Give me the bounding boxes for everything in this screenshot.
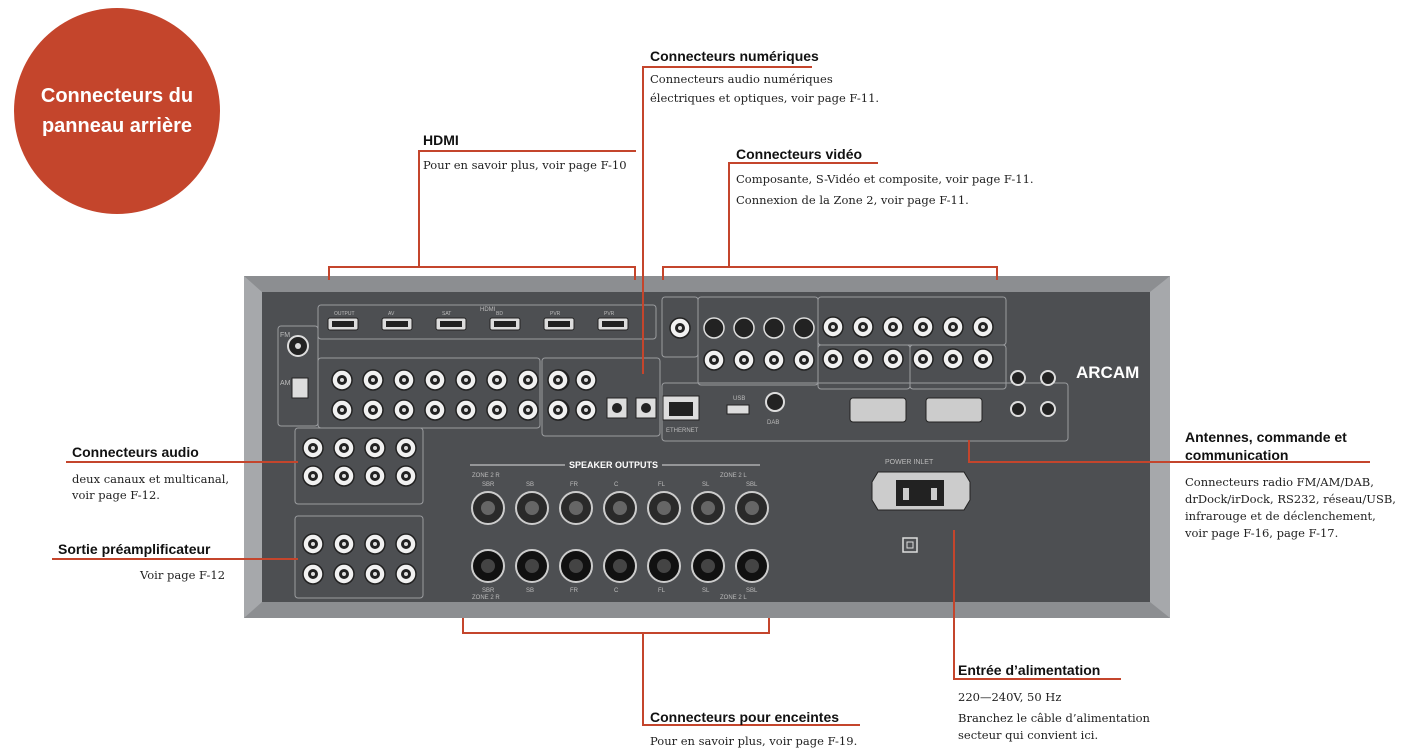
speaker-label-top: FR [570,482,579,488]
preamp-leader [52,558,298,560]
dab-label: DAB [767,420,779,426]
hdmi-port-label: AV [388,311,395,317]
video-title: Connecteurs vidéo [736,146,863,162]
zone2l-top: ZONE 2 L [720,473,747,479]
ir-jack-2 [1040,401,1056,417]
ethernet-label: ETHERNET [666,428,699,434]
audio-text-1: deux canaux et multicanal, [72,472,230,486]
usb-label: USB [733,396,745,402]
zone2l-bottom: ZONE 2 L [720,595,747,601]
svideo-port [703,317,725,339]
enceintes-text-1: Pour en savoir plus, voir page F-19. [650,734,858,748]
antenna-frame [277,325,319,427]
numeriques-title: Connecteurs numériques [650,48,819,64]
section-badge: Connecteurs du panneau arrière [14,8,220,214]
hdmi-port-label: OUTPUT [334,311,355,317]
irdock-port [925,397,983,423]
preamp-frame [294,515,424,599]
alimentation-title: Entrée d’alimentation [958,662,1101,678]
alimentation-text-1: 220—240V, 50 Hz [958,690,1062,704]
preamp-text-1: Voir page F-12 [140,568,226,582]
rs232-port [849,397,907,423]
antennes-leader [968,461,1370,463]
hdmi-bracket-h [328,266,636,268]
hdmi-title: HDMI [423,132,459,148]
audio-title: Connecteurs audio [72,444,199,460]
badge-line-1: Connecteurs du [40,85,194,107]
speaker-label-bottom: SB [526,588,534,594]
alimentation-text-3: secteur qui convient ici. [958,728,1099,742]
zone2r-top: ZONE 2 R [472,473,500,479]
brand-logo: ARCAM [1076,363,1139,382]
hdmi-port-label: SAT [442,311,451,317]
zone2r-bottom: ZONE 2 R [472,595,500,601]
hdmi-text-1: Pour en savoir plus, voir page F-10 [423,158,627,172]
speaker-label-top: SL [702,482,710,488]
enceintes-bracket [462,632,770,634]
speaker-label-top: FL [658,482,666,488]
class2-symbol [902,537,918,553]
am-connector [291,377,309,399]
trigger-jack-1 [1010,370,1026,386]
video-text-1: Composante, S-Vidéo et composite, voir p… [736,172,1034,186]
multi-channel-frame [294,427,424,505]
antennes-text-4: voir page F-16, page F-17. [1185,526,1339,540]
svideo-port [763,317,785,339]
numeriques-text-2: électriques et optiques, voir page F-11. [650,91,880,105]
antennes-text-3: infrarouge et de déclenchement, [1185,509,1376,523]
audio-text-2: voir page F-12. [72,488,160,502]
control-frame [661,382,1069,442]
antennes-text-1: Connecteurs radio FM/AM/DAB, [1185,475,1374,489]
speaker-label-bottom: C [614,588,619,594]
audio-leader [66,461,298,463]
speaker-label-bottom: SL [702,588,710,594]
digital-audio-frame [541,357,661,437]
speaker-label-bottom: FR [570,588,579,594]
enceintes-title: Connecteurs pour enceintes [650,709,840,725]
am-label: AM [280,380,291,387]
speaker-label-top: C [614,482,619,488]
hdmi-header: HDMI [480,307,496,313]
alimentation-leader [953,530,955,680]
ir-jack-1 [1040,370,1056,386]
speaker-label-top: SB [526,482,534,488]
speaker-label-top: SBR [482,482,495,488]
power-inlet-label: POWER INLET [885,459,934,466]
badge-line-2: panneau arrière [41,115,193,137]
video-text-2: Connexion de la Zone 2, voir page F-11. [736,193,969,207]
hdmi-port-label: BD [496,311,503,317]
speaker-label-top: SBL [746,482,758,488]
hdmi-port-label: PVR [550,311,561,317]
usb-port [726,404,750,415]
fm-label: FM [280,332,290,339]
antennes-title-2: communication [1185,447,1289,463]
antennes-title: Antennes, commande et [1185,429,1347,445]
numeriques-text-1: Connecteurs audio numériques [650,72,833,86]
alimentation-text-2: Branchez le câble d’alimentation [958,711,1150,725]
preamp-title: Sortie préamplificateur [58,541,211,557]
speaker-label-bottom: SBL [746,588,758,594]
video-bracket-h [662,266,998,268]
speaker-outputs-label: SPEAKER OUTPUTS [569,460,658,470]
speaker-label-bottom: FL [658,588,666,594]
speaker-label-bottom: SBR [482,588,495,594]
trigger-jack-2 [1010,401,1026,417]
dab-connector [765,392,785,412]
antennes-text-2: drDock/irDock, RS232, réseau/USB, [1185,492,1396,506]
hdmi-port-label: PVR [604,311,615,317]
svideo-port [733,317,755,339]
svideo-port [793,317,815,339]
numeriques-leader [642,66,644,374]
hdmi-frame [317,304,657,340]
